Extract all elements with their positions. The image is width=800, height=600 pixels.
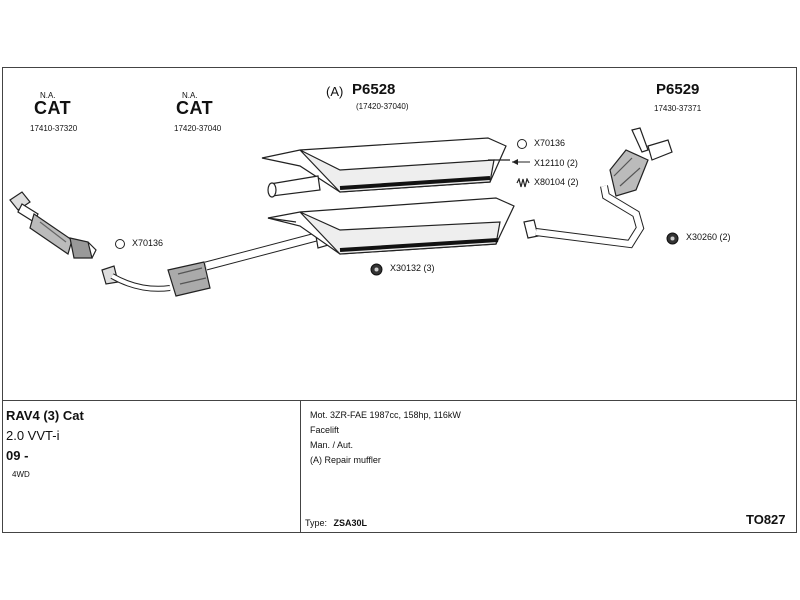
type-value: ZSA30L — [333, 518, 368, 528]
diagram-frame — [2, 67, 797, 533]
callout-x30132: X30132 (3) — [370, 263, 435, 276]
callout-x70136-left-label: X70136 — [132, 238, 164, 248]
vehicle-model: RAV4 (3) Cat — [6, 408, 84, 423]
spring-clamp-icon — [516, 178, 530, 188]
type-field: Type: ZSA30L — [305, 518, 367, 528]
vehicle-drive: 4WD — [12, 470, 30, 479]
upper-silencer-drawing — [261, 137, 510, 198]
callout-x12110: X12110 (2) — [516, 158, 578, 168]
rear-pipe-drawing — [523, 127, 673, 249]
p6528-name: P6528 — [352, 81, 396, 98]
p6528-prefix: (A) — [326, 84, 344, 99]
callout-x70136-top: X70136 — [516, 138, 566, 149]
lower-silencer-drawing — [267, 197, 515, 255]
nut-icon — [666, 232, 679, 245]
cat1-name: CAT — [34, 98, 72, 118]
spec-line-4: (A) Repair muffler — [310, 455, 381, 465]
cat2-name: CAT — [176, 98, 214, 118]
callout-x30260-label: X30260 (2) — [686, 232, 731, 242]
spec-line-2: Facelift — [310, 425, 340, 435]
second-catalyst-drawing — [101, 261, 211, 297]
info-divider-vertical — [300, 400, 301, 533]
diagram-code: TO827 — [746, 512, 786, 527]
p6528-number: (17420-37040) — [356, 102, 409, 111]
callout-x12110-label: X12110 (2) — [534, 158, 578, 168]
callout-x80104-label: X80104 (2) — [534, 177, 579, 187]
nut-icon — [370, 263, 383, 276]
callout-x30132-label: X30132 (3) — [390, 263, 435, 273]
cat1-note: N.A. — [40, 91, 56, 100]
spec-line-3: Man. / Aut. — [310, 440, 354, 450]
type-label: Type: — [305, 518, 328, 528]
p6529-number: 17430-37371 — [654, 104, 702, 113]
cat2-number: 17420-37040 — [174, 124, 222, 133]
callout-x70136-top-label: X70136 — [534, 138, 566, 148]
front-catalyst-drawing — [9, 191, 97, 259]
cat2-note: N.A. — [182, 91, 198, 100]
vehicle-year: 09 - — [6, 448, 29, 463]
vehicle-engine: 2.0 VVT-i — [6, 428, 60, 443]
spec-line-1: Mot. 3ZR-FAE 1987cc, 158hp, 116kW — [310, 410, 461, 420]
info-divider-horizontal — [2, 400, 797, 401]
middle-pipe-drawing — [204, 231, 333, 271]
washer-ring-icon — [517, 139, 527, 149]
p6529-name: P6529 — [656, 81, 700, 98]
washer-ring-icon — [115, 239, 125, 249]
callout-x70136-left: X70136 — [114, 238, 164, 249]
cat1-number: 17410-37320 — [30, 124, 78, 133]
callout-x80104: X80104 (2) — [516, 177, 579, 188]
callout-x30260: X30260 (2) — [666, 232, 731, 245]
